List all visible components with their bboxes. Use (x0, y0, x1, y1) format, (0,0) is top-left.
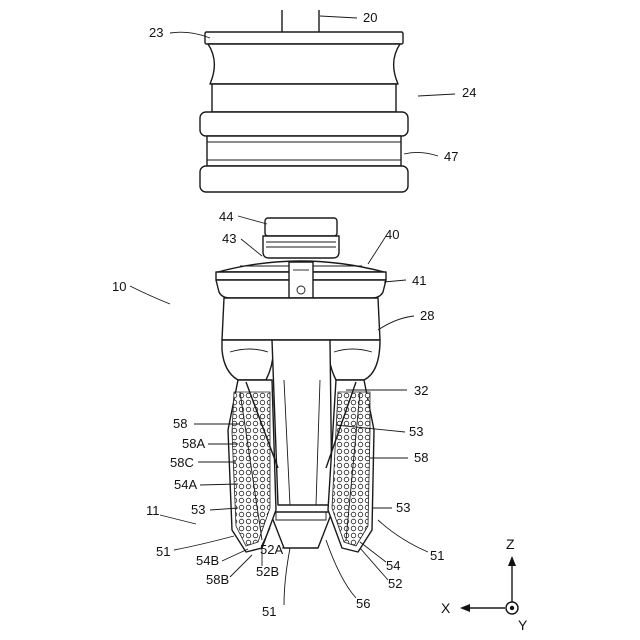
label-56: 56 (356, 596, 370, 611)
label-54B: 54B (196, 553, 219, 568)
label-51-left: 51 (156, 544, 170, 559)
label-51-bottom: 51 (262, 604, 276, 619)
label-47: 47 (444, 149, 458, 164)
label-58B: 58B (206, 572, 229, 587)
axis-z-label: Z (506, 536, 515, 552)
label-52: 52 (388, 576, 402, 591)
label-44: 44 (219, 209, 233, 224)
main-body (216, 218, 386, 552)
label-32: 32 (414, 383, 428, 398)
label-11: 11 (146, 503, 160, 518)
label-52B: 52B (256, 564, 279, 579)
label-20: 20 (363, 10, 377, 25)
label-40: 40 (385, 227, 399, 242)
label-53-upper-right: 53 (409, 424, 423, 439)
label-23: 23 (149, 25, 163, 40)
axis-x-label: X (441, 600, 451, 616)
label-43: 43 (222, 231, 236, 246)
label-58C: 58C (170, 455, 194, 470)
upper-cap (200, 10, 408, 192)
label-52A: 52A (260, 542, 283, 557)
label-28: 28 (420, 308, 434, 323)
label-51-right: 51 (430, 548, 444, 563)
label-54A: 54A (174, 477, 197, 492)
label-54: 54 (386, 558, 400, 573)
label-53-left: 53 (191, 502, 205, 517)
label-41: 41 (412, 273, 426, 288)
label-24: 24 (462, 85, 476, 100)
label-58-right: 58 (414, 450, 428, 465)
axis-y-label: Y (518, 617, 528, 633)
label-58-upper-left: 58 (173, 416, 187, 431)
coordinate-axes: Z X Y (441, 536, 528, 633)
label-53-lower-right: 53 (396, 500, 410, 515)
label-10: 10 (112, 279, 126, 294)
label-58A: 58A (182, 436, 205, 451)
